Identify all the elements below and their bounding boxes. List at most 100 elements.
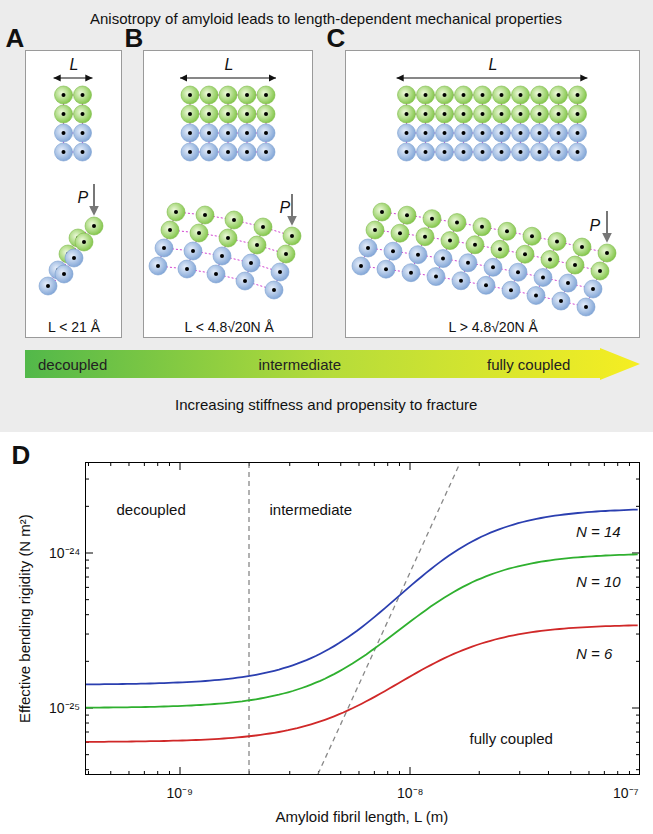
tick-label: 10⁻⁸ bbox=[397, 785, 423, 801]
panel-title: Anisotropy of amyloid leads to length-de… bbox=[90, 10, 562, 27]
residue-circle bbox=[55, 124, 73, 142]
residue-circle bbox=[559, 274, 577, 292]
region-label: fully coupled bbox=[470, 730, 553, 747]
region-label: decoupled bbox=[117, 501, 186, 518]
rigidity-curve bbox=[86, 554, 638, 707]
residue-dot bbox=[220, 254, 224, 258]
axis-title: Amyloid fibril length, L (m) bbox=[276, 808, 449, 825]
residue-dot bbox=[405, 93, 409, 97]
residue-dot bbox=[576, 93, 580, 97]
residue-dot bbox=[455, 221, 459, 225]
residue-dot bbox=[423, 235, 427, 239]
residue-dot bbox=[498, 247, 502, 251]
residue-dot bbox=[434, 275, 438, 279]
residue-dot bbox=[462, 150, 466, 154]
panel-letter: C bbox=[327, 24, 346, 54]
residue-dot bbox=[81, 131, 85, 135]
residue-dot bbox=[188, 93, 192, 97]
tick bbox=[410, 767, 411, 775]
residue-circle bbox=[548, 232, 566, 250]
subpanel-box: ALPL < 21 Å bbox=[25, 50, 122, 338]
residue-dot bbox=[156, 264, 160, 268]
residue-dot bbox=[405, 150, 409, 154]
residue-circle bbox=[181, 143, 199, 161]
residue-circle bbox=[474, 143, 492, 161]
residue-circle bbox=[398, 143, 416, 161]
residue-circle bbox=[598, 244, 616, 262]
residue-dot bbox=[203, 213, 207, 217]
residue-dot bbox=[245, 131, 249, 135]
residue-circle bbox=[225, 211, 243, 229]
residue-dot bbox=[441, 257, 445, 261]
residue-circle bbox=[74, 86, 92, 104]
residue-circle bbox=[484, 258, 502, 276]
residue-circle bbox=[359, 239, 377, 257]
curve-label: N = 6 bbox=[576, 645, 612, 662]
residue-circle bbox=[531, 86, 549, 104]
caption-text: Increasing stiffness and propensity to f… bbox=[175, 396, 477, 413]
residue-dot bbox=[573, 263, 577, 267]
residue-dot bbox=[62, 150, 66, 154]
plot-frame: Ddecoupledintermediatefully coupledN = 1… bbox=[85, 462, 640, 775]
residue-circle bbox=[455, 105, 473, 123]
residue-dot bbox=[462, 131, 466, 135]
residue-circle bbox=[219, 105, 237, 123]
residue-circle bbox=[200, 105, 218, 123]
residue-circle bbox=[238, 124, 256, 142]
load-arrow bbox=[291, 194, 293, 224]
residue-circle bbox=[541, 250, 559, 268]
residue-circle bbox=[200, 124, 218, 142]
residue-dot bbox=[584, 305, 588, 309]
residue-circle bbox=[219, 229, 237, 247]
residue-circle bbox=[566, 256, 584, 274]
residue-dot bbox=[207, 112, 211, 116]
residue-circle bbox=[55, 143, 73, 161]
subpanel-box: CLPL > 4.8√20N Å bbox=[345, 50, 640, 338]
residue-circle bbox=[512, 105, 530, 123]
residue-dot bbox=[481, 131, 485, 135]
residue-circle bbox=[181, 124, 199, 142]
residue-dot bbox=[557, 93, 561, 97]
residue-circle bbox=[74, 124, 92, 142]
residue-dot bbox=[264, 112, 268, 116]
residue-circle bbox=[238, 86, 256, 104]
residue-circle bbox=[569, 86, 587, 104]
residue-circle bbox=[577, 298, 595, 316]
residue-circle bbox=[512, 124, 530, 142]
residue-dot bbox=[264, 93, 268, 97]
residue-circle bbox=[550, 143, 568, 161]
residue-circle bbox=[455, 86, 473, 104]
residue-circle bbox=[277, 245, 295, 263]
subpanel-ground bbox=[143, 50, 313, 338]
residue-circle bbox=[436, 124, 454, 142]
residue-dot bbox=[541, 275, 545, 279]
residue-circle bbox=[257, 143, 275, 161]
residue-dot bbox=[226, 93, 230, 97]
bent-fibril bbox=[352, 203, 616, 316]
residue-dot bbox=[185, 267, 189, 271]
length-symbol: L bbox=[225, 56, 234, 74]
residue-dot bbox=[557, 131, 561, 135]
relaxed-fibril bbox=[181, 86, 275, 161]
tick-label: 10⁻⁷ bbox=[613, 785, 639, 801]
panel-ground bbox=[0, 0, 653, 432]
residue-circle bbox=[149, 257, 167, 275]
residue-circle bbox=[85, 217, 103, 235]
residue-circle bbox=[39, 277, 57, 295]
residue-dot bbox=[380, 210, 384, 214]
residue-circle bbox=[181, 86, 199, 104]
residue-dot bbox=[255, 243, 259, 247]
residue-dot bbox=[272, 288, 276, 292]
residue-circle bbox=[436, 143, 454, 161]
residue-dot bbox=[188, 131, 192, 135]
residue-circle bbox=[398, 124, 416, 142]
residue-dot bbox=[523, 252, 527, 256]
residue-dot bbox=[557, 150, 561, 154]
residue-circle bbox=[493, 86, 511, 104]
residue-circle bbox=[74, 105, 92, 123]
residue-dot bbox=[72, 256, 76, 260]
residue-circle bbox=[257, 105, 275, 123]
residue-circle bbox=[550, 86, 568, 104]
load-arrow bbox=[93, 184, 95, 214]
residue-dot bbox=[278, 270, 282, 274]
